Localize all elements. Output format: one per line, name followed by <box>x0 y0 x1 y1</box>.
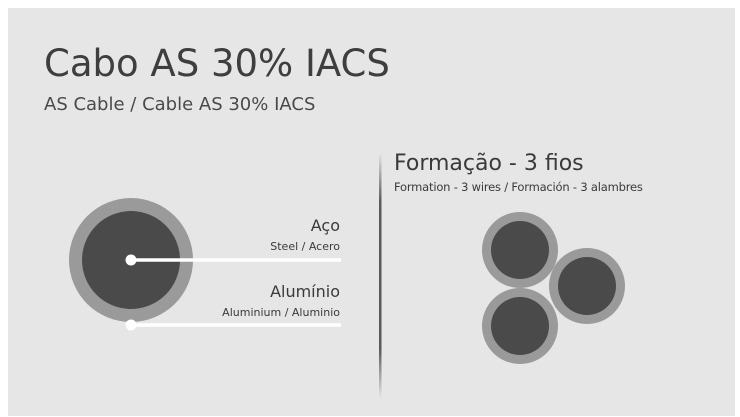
wire-1 <box>482 212 558 288</box>
page-title: Cabo AS 30% IACS <box>44 42 390 85</box>
formation-subtitle: Formation - 3 wires / Formación - 3 alam… <box>394 180 643 194</box>
wire-3 <box>482 288 558 364</box>
steel-leader-dot <box>125 254 137 266</box>
aluminium-leader-dot <box>125 319 137 331</box>
wire-2 <box>549 248 625 324</box>
steel-sublabel: Steel / Acero <box>270 240 340 253</box>
page-subtitle: AS Cable / Cable AS 30% IACS <box>44 94 316 115</box>
steel-label: Aço <box>310 216 340 235</box>
formation-title: Formação - 3 fios <box>394 151 584 176</box>
aluminium-sublabel: Aluminium / Aluminio <box>222 306 340 319</box>
aluminium-label: Alumínio <box>270 282 340 301</box>
section-divider <box>379 153 382 398</box>
